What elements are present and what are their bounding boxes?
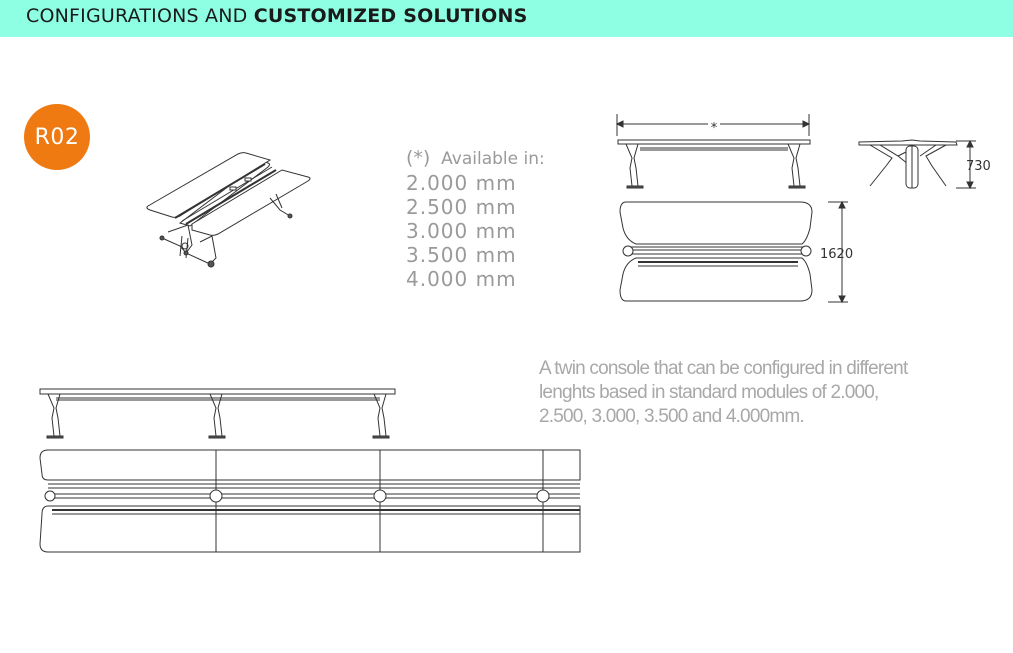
long-table-plan-view [39,449,581,553]
product-description: A twin console that can be configured in… [539,357,979,429]
front-elevation-drawing: * [615,114,811,189]
isometric-table-drawing [146,152,311,268]
availability-heading-text: Available in: [441,149,545,169]
height-dimension-label: 730 [966,159,991,174]
size-option: 3.500 mm [406,243,517,267]
description-line: A twin console that can be configured in… [539,358,908,379]
availability-marker: (*) [406,147,431,169]
size-option: 4.000 mm [406,267,517,291]
availability-heading: (*) Available in: [406,146,545,171]
page-title: CONFIGURATIONS AND CUSTOMIZED SOLUTIONS [26,5,527,27]
header-bar: CONFIGURATIONS AND CUSTOMIZED SOLUTIONS [0,0,1013,37]
depth-dimension-label: 1620 [820,247,853,262]
title-bold: CUSTOMIZED SOLUTIONS [253,5,528,27]
availability-list: (*) Available in: 2.000 mm 2.500 mm 3.00… [406,146,545,291]
size-option: 3.000 mm [406,219,517,243]
title-regular: CONFIGURATIONS AND [26,5,248,27]
long-table-front-view [39,388,396,439]
description-line: lenghts based in standard modules of 2.0… [539,382,879,403]
size-option: 2.500 mm [406,195,517,219]
model-badge: R02 [24,104,90,170]
length-dimension-label: * [711,121,718,136]
plan-view-drawing: 1620 [619,200,853,304]
model-code: R02 [34,124,80,150]
description-line: 2.500, 3.000, 3.500 and 4.000mm. [539,406,805,427]
size-option: 2.000 mm [406,171,517,195]
side-elevation-drawing: 730 [858,139,991,190]
